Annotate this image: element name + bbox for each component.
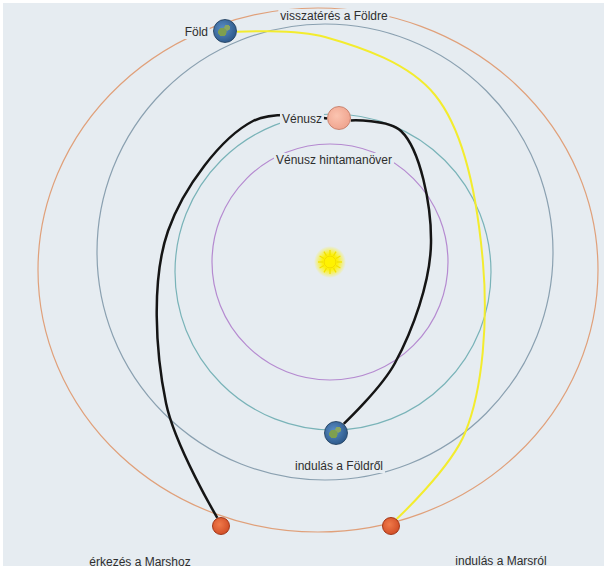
trajectory-path: [237, 31, 485, 519]
planet-label: Vénusz: [280, 112, 324, 126]
sun: [324, 256, 336, 268]
venus-planet: VénuszVénusz hintamanöver: [327, 106, 351, 130]
sun-glow: [314, 246, 346, 278]
sun-ray: [334, 252, 337, 256]
planet-label: indulás a Földről: [293, 459, 385, 473]
sun-ray: [334, 268, 337, 272]
planet-label: érkezés a Marshoz: [87, 555, 192, 569]
venus-orbit: [212, 144, 448, 380]
mars-orbit: [38, 8, 598, 532]
mars-planet: indulás a Marsról: [382, 517, 400, 535]
planet-label: visszatérés a Földre: [278, 9, 389, 23]
sun-ray: [336, 266, 340, 269]
sun-ray: [324, 268, 327, 272]
trajectory-path: [157, 115, 327, 518]
planet-label: Föld: [183, 25, 210, 39]
sun-ray: [337, 261, 342, 262]
trajectory-layer: [3, 3, 607, 569]
sun-ray: [324, 252, 327, 256]
planet-label: indulás a Marsról: [453, 554, 548, 568]
planet-label: Vénusz hintamanöver: [274, 153, 394, 167]
sun-ray: [336, 256, 340, 259]
mars-planet: érkezés a Marshoz: [212, 517, 230, 535]
sun-rays: [318, 250, 342, 274]
earth-planet: indulás a Földről: [324, 421, 348, 445]
solar-system-illustration: [3, 3, 604, 566]
sun-ray: [329, 269, 330, 274]
earth-orbit: [97, 24, 553, 480]
earth-planet: visszatérés a FöldreFöld: [213, 19, 237, 43]
sun-ray: [329, 250, 330, 255]
sun-ray: [320, 256, 324, 259]
sun-ray: [318, 261, 323, 262]
transfer-orbit: [175, 114, 491, 430]
sun-ray: [320, 266, 324, 269]
